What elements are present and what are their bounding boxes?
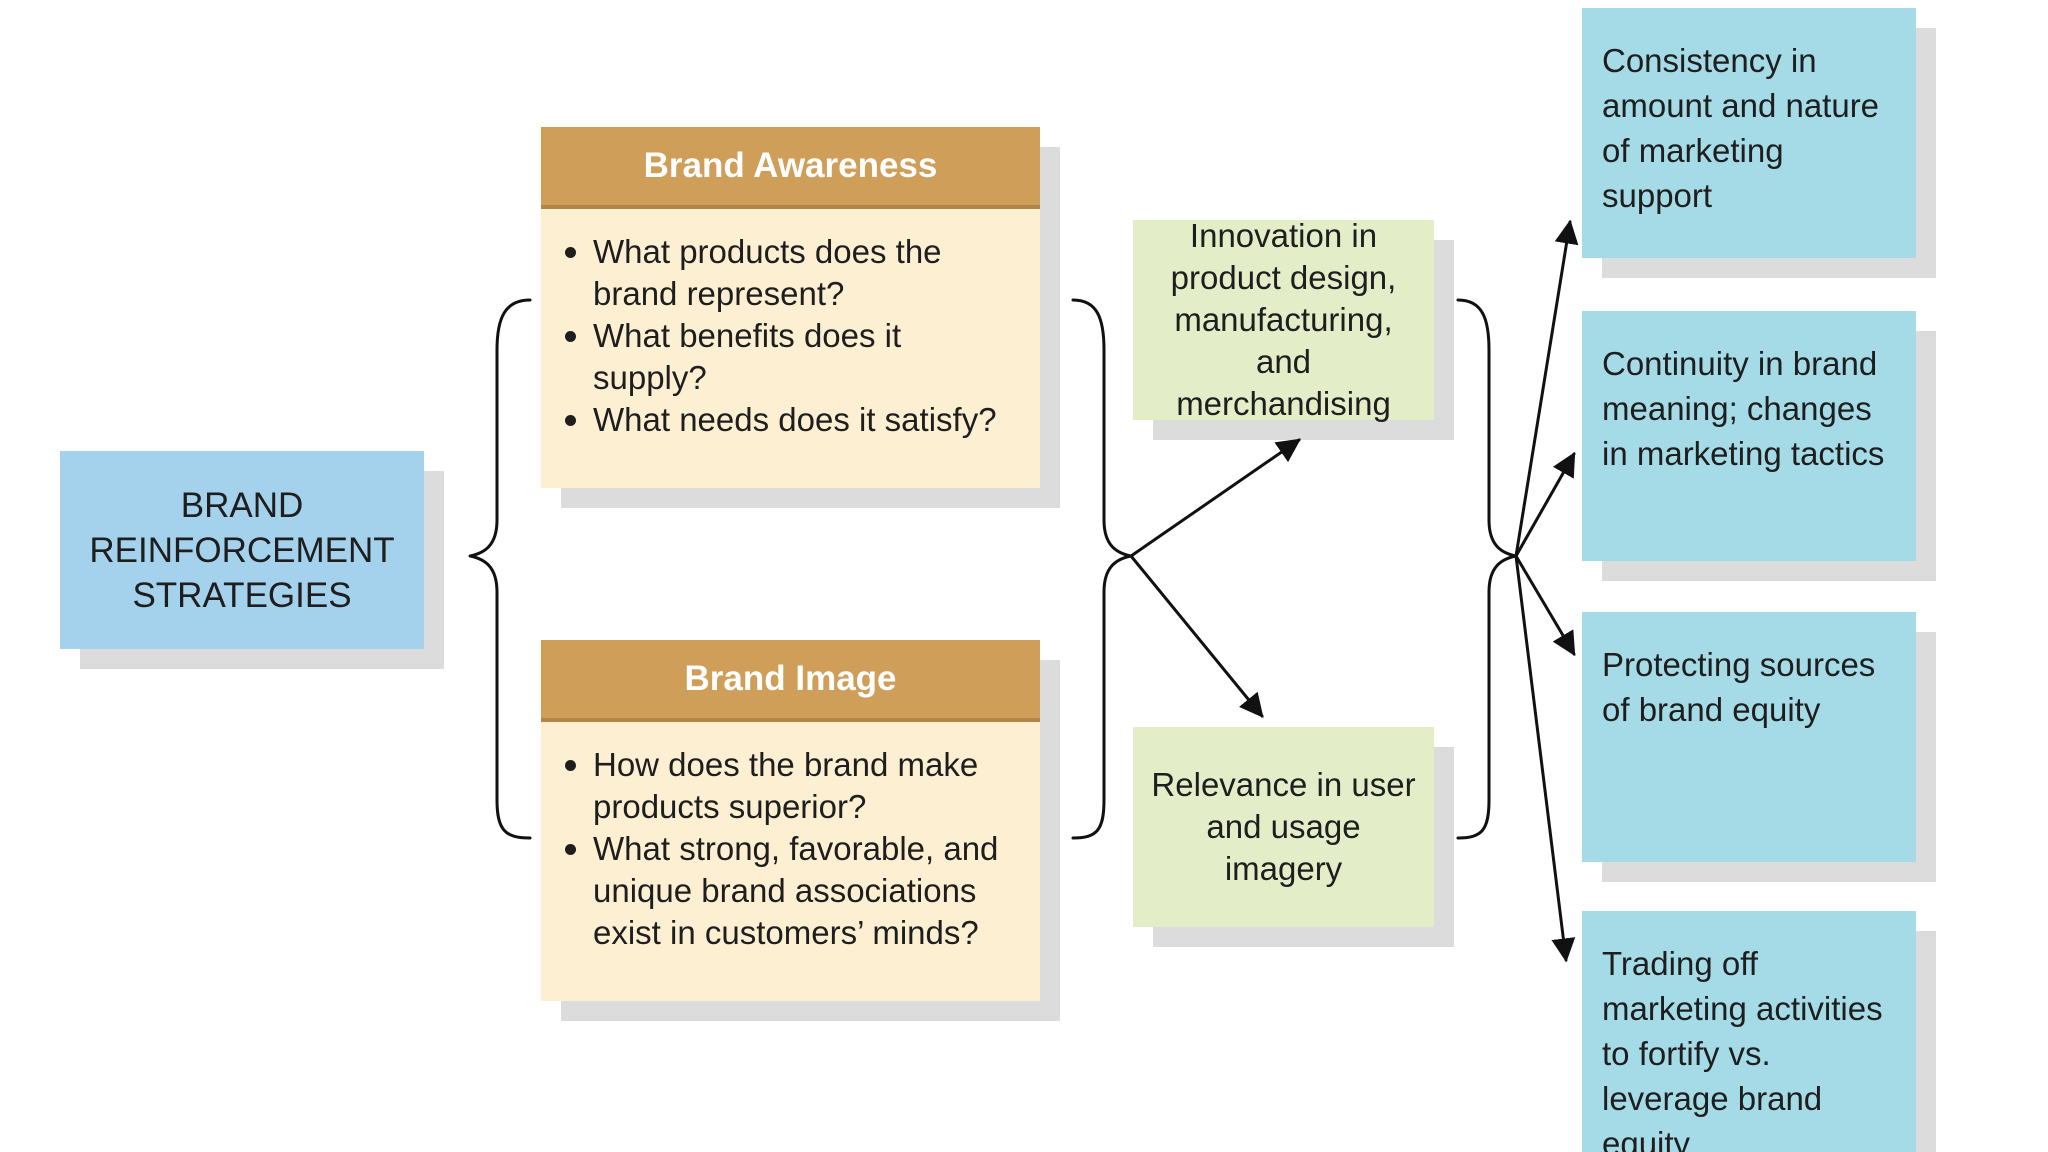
tactic-text: Protecting sources of brand equity <box>1602 646 1876 728</box>
brand-image-panel: Brand Image How does the brand make prod… <box>541 640 1040 1001</box>
brand-awareness-panel: Brand Awareness What products does the b… <box>541 127 1040 488</box>
brand-awareness-question: What products does the brand represent? <box>565 231 1020 315</box>
right-brace <box>1456 298 1518 840</box>
bullet-icon <box>565 844 576 855</box>
innovation-text: Innovation in product design, manufactur… <box>1170 217 1397 422</box>
left-brace <box>468 298 532 840</box>
tactic-text: Trading off marketing activities to fort… <box>1602 945 1883 1152</box>
tactic-box-consistency: Consistency in amount and nature of mark… <box>1582 8 1916 258</box>
tactic-box-protecting: Protecting sources of brand equity <box>1582 612 1916 862</box>
strategy-label: BRAND REINFORCEMENT STRATEGIES <box>89 483 394 618</box>
question-text: What benefits does it supply? <box>593 317 902 396</box>
arrow-to-relevance <box>1129 554 1264 718</box>
brand-awareness-question: What needs does it satisfy? <box>565 399 1020 441</box>
arrow-to-continuity <box>1514 451 1576 558</box>
tactic-box-continuity: Continuity in brand meaning; changes in … <box>1582 311 1916 561</box>
relevance-box: Relevance in user and usage imagery <box>1133 727 1434 927</box>
strategy-label-line-3: STRATEGIES <box>132 575 352 615</box>
arrow-to-trading-off <box>1514 554 1576 963</box>
strategy-label-line-2: REINFORCEMENT <box>89 530 395 570</box>
brand-reinforcement-strategies-box: BRAND REINFORCEMENT STRATEGIES <box>60 451 424 649</box>
brand-awareness-questions: What products does the brand represent? … <box>541 209 1040 441</box>
arrow-to-consistency <box>1514 219 1579 558</box>
brand-image-title: Brand Image <box>541 640 1040 722</box>
bullet-icon <box>565 247 576 258</box>
bullet-icon <box>565 415 576 426</box>
arrow-to-protecting <box>1514 554 1576 657</box>
brand-awareness-title: Brand Awareness <box>541 127 1040 209</box>
arrow-to-innovation <box>1129 438 1301 558</box>
question-text: What needs does it satisfy? <box>593 401 997 438</box>
brand-image-question: What strong, favorable, and unique brand… <box>565 828 1020 954</box>
brand-awareness-question: What benefits does it supply? <box>565 315 1020 399</box>
innovation-box: Innovation in product design, manufactur… <box>1133 217 1434 422</box>
middle-brace <box>1071 298 1133 840</box>
brand-image-question: How does the brand make products superio… <box>565 744 1020 828</box>
strategy-label-line-1: BRAND <box>180 485 304 525</box>
tactic-text: Continuity in brand meaning; changes in … <box>1602 345 1885 472</box>
tactic-box-trading-off: Trading off marketing activities to fort… <box>1582 911 1916 1152</box>
question-text: What products does the brand represent? <box>593 233 942 312</box>
question-text: How does the brand make products superio… <box>593 746 979 825</box>
bullet-icon <box>565 331 576 342</box>
tactic-text: Consistency in amount and nature of mark… <box>1602 42 1880 214</box>
brand-image-questions: How does the brand make products superio… <box>541 722 1040 954</box>
relevance-text: Relevance in user and usage imagery <box>1151 766 1416 887</box>
question-text: What strong, favorable, and unique brand… <box>593 830 999 951</box>
bullet-icon <box>565 760 576 771</box>
